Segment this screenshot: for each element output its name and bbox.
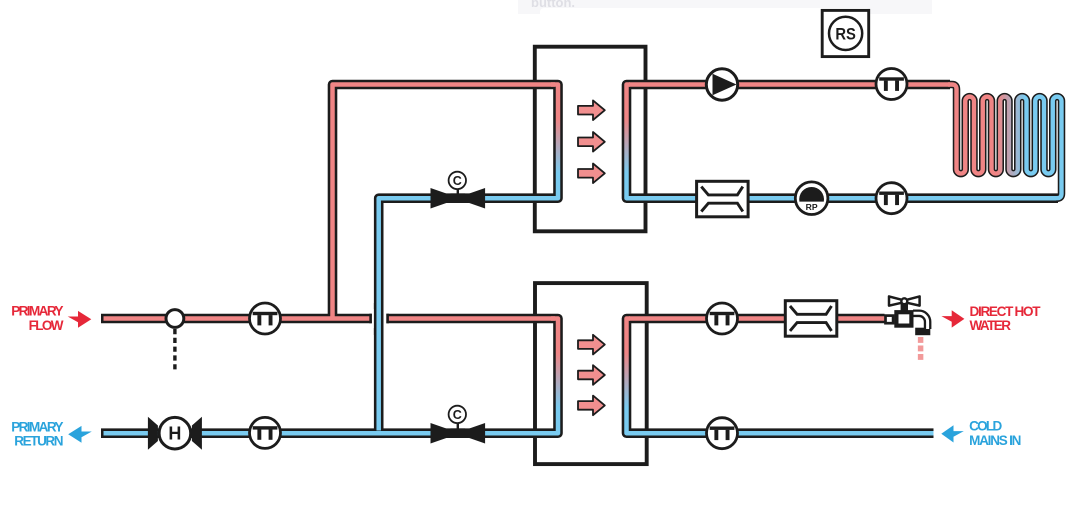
svg-text:button.: button.: [531, 0, 575, 10]
svg-text:PRIMARY: PRIMARY: [11, 304, 63, 319]
svg-text:WATER: WATER: [970, 318, 1012, 333]
svg-text:PRIMARY: PRIMARY: [11, 420, 63, 435]
svg-text:C: C: [453, 408, 462, 422]
svg-text:RP: RP: [806, 202, 818, 212]
svg-text:C: C: [453, 174, 462, 188]
svg-text:DIRECT HOT: DIRECT HOT: [970, 304, 1042, 319]
svg-text:H: H: [168, 424, 181, 444]
svg-text:RS: RS: [835, 26, 856, 44]
svg-text:FLOW: FLOW: [29, 318, 64, 333]
svg-text:RETURN: RETURN: [14, 433, 63, 448]
svg-text:COLD: COLD: [969, 419, 1002, 434]
svg-text:MAINS IN: MAINS IN: [969, 433, 1021, 448]
